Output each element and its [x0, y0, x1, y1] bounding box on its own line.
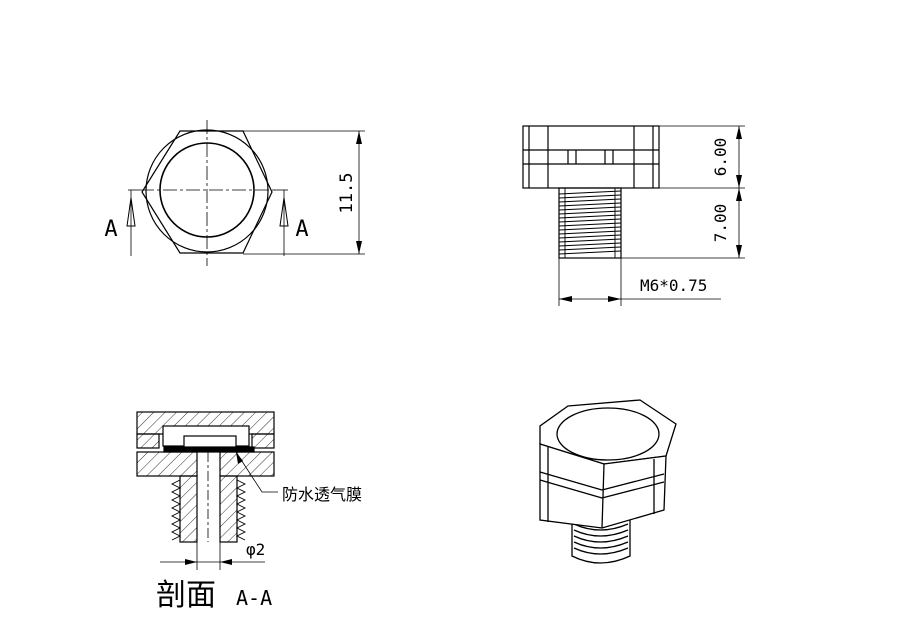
iso-cap-top — [556, 407, 660, 461]
section-cap-wall-right — [251, 433, 275, 449]
section-mark-left: A — [104, 217, 117, 242]
dim-arrow-top — [356, 131, 362, 144]
section-title-cn: 剖面 — [156, 578, 216, 613]
membrane — [163, 446, 255, 453]
dim-text-cap-height: 6.00 — [711, 138, 730, 177]
section-arrow-right — [279, 197, 289, 227]
iso-thread — [571, 520, 631, 564]
cap-body — [522, 125, 660, 189]
dim-arrow — [736, 188, 742, 201]
section-view — [136, 411, 278, 570]
top-view — [126, 120, 365, 266]
dim-arrow — [608, 296, 621, 302]
dim-arrow — [736, 175, 742, 188]
dim-arrow-bottom — [356, 241, 362, 254]
iso-edge — [601, 463, 605, 529]
section-base-left — [136, 451, 198, 477]
section-title-aa: A-A — [236, 586, 272, 610]
section-mark-right: A — [295, 217, 308, 242]
membrane-leader — [235, 451, 278, 493]
hole-diameter-label: φ2 — [246, 540, 265, 559]
thread-pattern — [558, 188, 622, 258]
dim-text-thread-length: 7.00 — [711, 204, 730, 243]
dim-arrow — [185, 559, 197, 565]
dim-arrow — [559, 296, 572, 302]
membrane-recess — [183, 435, 237, 449]
isometric-view — [539, 399, 677, 564]
thread-spec-label: M6*0.75 — [640, 276, 707, 295]
leader-arrow — [236, 452, 243, 464]
thread-teeth-right — [235, 479, 247, 541]
side-view — [522, 125, 745, 306]
section-stem-right — [219, 475, 238, 543]
iso-edge — [539, 479, 603, 499]
dim-arrow — [736, 245, 742, 258]
section-arrow-left — [126, 197, 136, 227]
section-stem-left — [179, 475, 198, 543]
section-cap-wall-left — [136, 433, 160, 449]
section-base-right — [219, 451, 275, 477]
dim-text-11-5: 11.5 — [337, 173, 357, 214]
thread-teeth-left — [170, 479, 182, 541]
dim-arrow — [736, 126, 742, 139]
iso-edge — [539, 471, 603, 491]
membrane-label: 防水透气膜 — [282, 485, 362, 504]
dim-arrow — [220, 559, 232, 565]
